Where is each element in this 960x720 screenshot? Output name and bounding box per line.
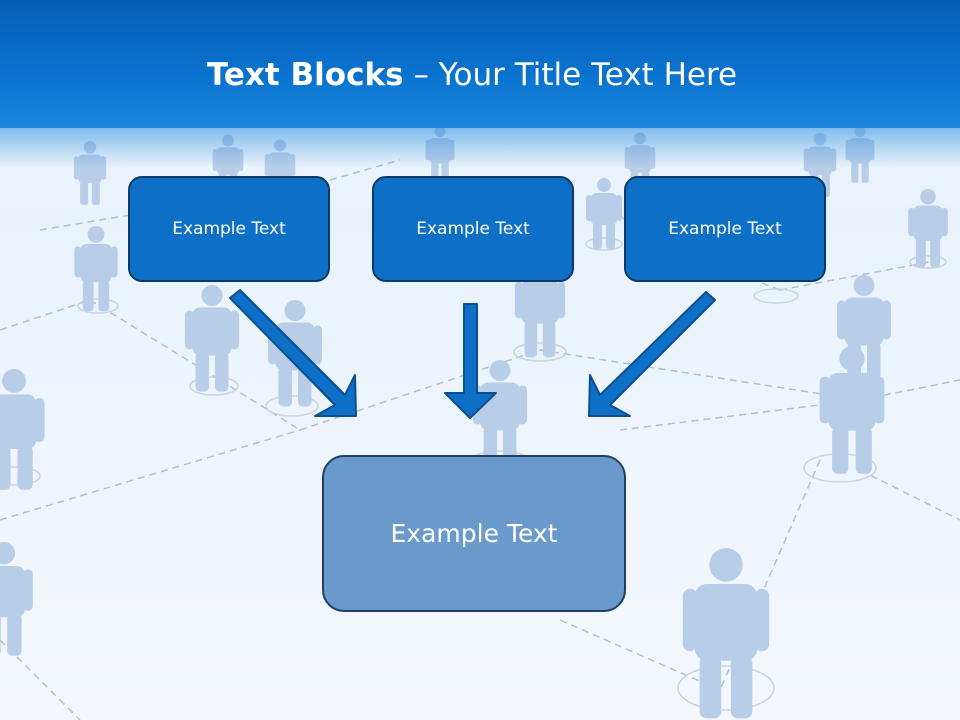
title-bold: Text Blocks [206,57,404,93]
text-block-right[interactable]: Example Text [624,176,826,282]
header-fade [0,128,960,168]
person-figure [473,360,527,467]
person-figure [514,258,566,358]
person-figure [682,548,770,719]
text-block-bottom[interactable]: Example Text [322,455,626,612]
slide-title: Text Blocks – Your Title Text Here [0,52,944,98]
person-figure [0,542,33,656]
text-block-bottom-label: Example Text [390,519,558,548]
text-block-middle[interactable]: Example Text [372,176,574,282]
title-dash: – [413,57,429,93]
person-figure [837,275,891,382]
header-bar [0,0,960,128]
text-block-middle-label: Example Text [416,219,530,239]
text-block-right-label: Example Text [668,219,782,239]
person-figure [185,285,239,392]
arrow-middle-down [444,303,497,419]
arrow-right-diagonal [588,291,716,417]
title-rest: Your Title Text Here [438,57,738,93]
person-figure [74,226,118,312]
arrow-left-diagonal [229,289,357,417]
text-block-left-label: Example Text [172,219,286,239]
person-figure [0,369,45,490]
person-figure [908,189,948,268]
text-block-left[interactable]: Example Text [128,176,330,282]
person-figure [586,178,622,249]
